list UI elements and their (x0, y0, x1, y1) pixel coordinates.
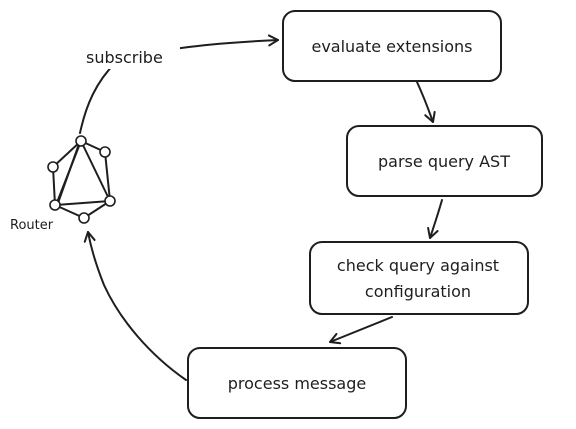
graph-node-upper-right (99, 146, 111, 158)
subscribe-label-bg (82, 45, 180, 69)
arrow-parse-to-check (427, 199, 443, 239)
subscribe-label: subscribe (86, 48, 163, 67)
arrow-process-to-router (83, 231, 187, 381)
graph-node-lower-left (49, 199, 61, 211)
graph-node-bottom (78, 212, 90, 224)
arrow-check-to-process (329, 316, 393, 345)
step-evaluate-extensions: evaluate extensions (282, 10, 502, 82)
step-evaluate-extensions-label: evaluate extensions (311, 37, 472, 56)
graph-node-lower-right (104, 195, 116, 207)
step-check-query-label-line1: check query against (337, 256, 499, 275)
graph-node-upper-left (47, 161, 59, 173)
arrow-evaluate-to-parse (416, 81, 436, 123)
step-check-query-label-line2: configuration (365, 282, 471, 301)
step-parse-query-ast: parse query AST (346, 125, 543, 197)
step-parse-query-ast-label: parse query AST (378, 152, 510, 171)
step-process-message-label: process message (228, 374, 366, 393)
graph-node-top (75, 135, 87, 147)
router-label: Router (10, 218, 54, 233)
router-graph-icon (47, 135, 116, 224)
step-check-query-configuration: check query against configuration (309, 241, 529, 315)
step-process-message: process message (187, 347, 407, 419)
